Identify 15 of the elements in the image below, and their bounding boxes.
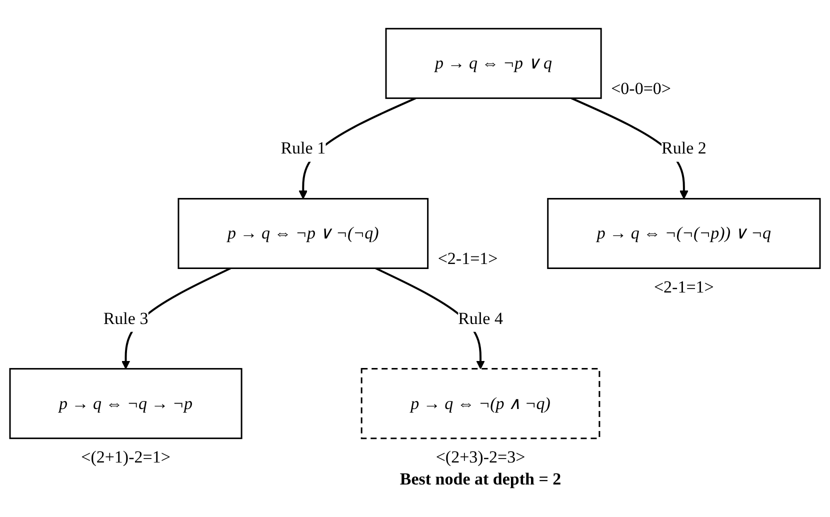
score-label: <0-0=0> (611, 79, 671, 98)
score-label: <2-1=1> (654, 277, 714, 296)
node-box (385, 28, 602, 99)
edge-label: Rule 1 (280, 138, 326, 158)
node-box (547, 198, 821, 269)
score-label: <(2+1)-2=1> (81, 447, 170, 466)
score-label: <2-1=1> (438, 249, 498, 268)
node-box (9, 368, 242, 440)
note-text: Best node at depth = 2 (400, 469, 562, 488)
score-label: <(2+3)-2=3> (436, 447, 526, 466)
node-box (178, 198, 429, 269)
node-box (360, 368, 600, 440)
edge-label: Rule 2 (661, 138, 706, 158)
edge-label: Rule 4 (458, 308, 503, 328)
edge-label: Rule 3 (103, 308, 148, 328)
